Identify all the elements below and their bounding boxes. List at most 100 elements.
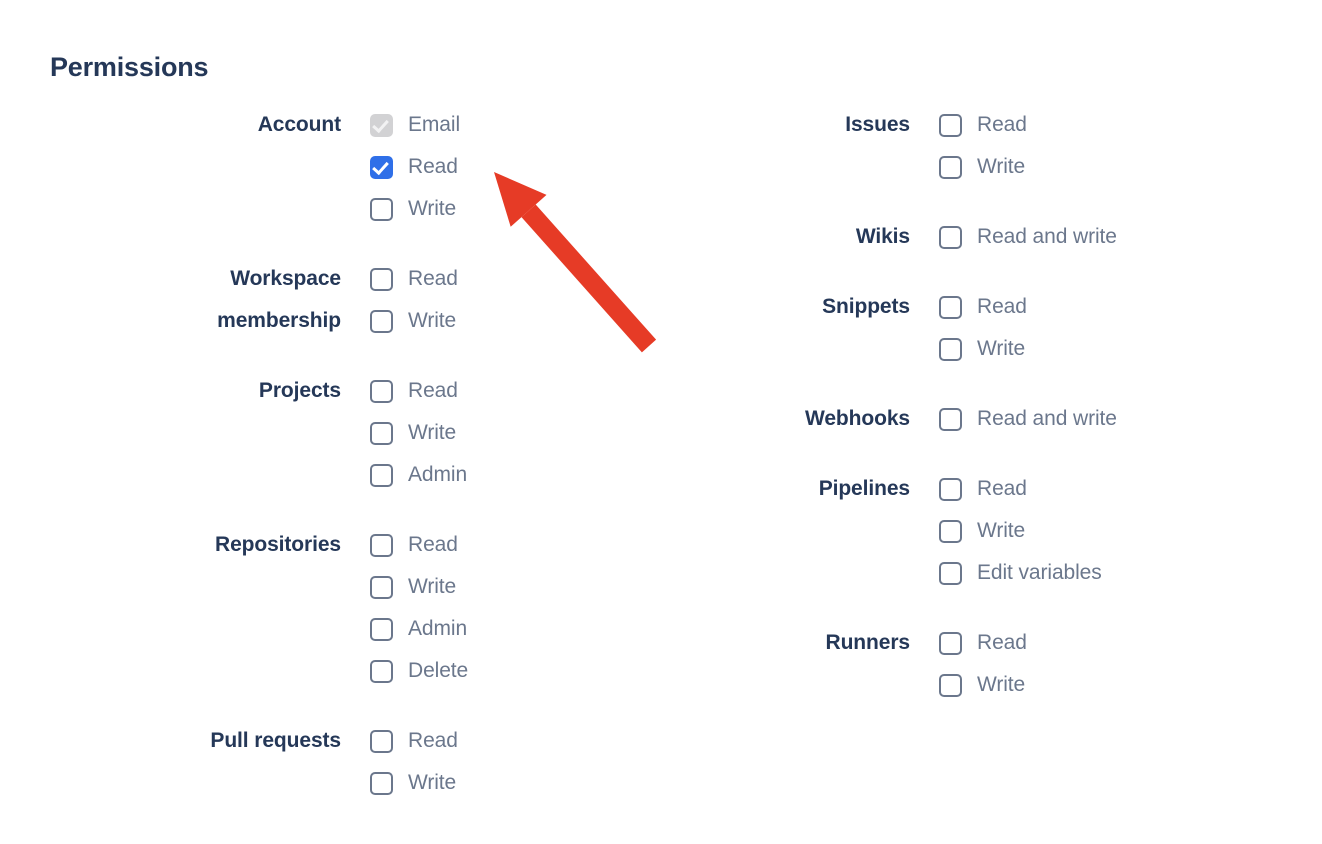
permission-option-label[interactable]: Write xyxy=(408,575,457,598)
permission-option-row[interactable]: Write xyxy=(370,412,660,454)
permission-option-label[interactable]: Read xyxy=(408,267,458,290)
permission-option-label[interactable]: Read and write xyxy=(977,407,1117,430)
permission-group-label: Account xyxy=(0,104,341,146)
checkbox-unchecked[interactable] xyxy=(939,113,962,137)
permission-group-label-line: Runners xyxy=(825,631,911,654)
permission-option-label[interactable]: Read xyxy=(408,379,458,402)
permission-option-label[interactable]: Read xyxy=(408,729,458,752)
permission-group-label-line: Projects xyxy=(258,379,341,402)
checkbox-unchecked[interactable] xyxy=(370,771,393,795)
permission-option-row[interactable]: Read xyxy=(370,524,660,566)
permission-option-label[interactable]: Admin xyxy=(408,463,468,486)
checkbox-unchecked[interactable] xyxy=(370,309,393,333)
checkbox-unchecked[interactable] xyxy=(370,463,393,487)
permission-group-label-line: Workspace xyxy=(230,267,341,290)
permission-option-label[interactable]: Read xyxy=(408,155,458,178)
permission-option-label[interactable]: Write xyxy=(977,337,1026,360)
checkbox-unchecked[interactable] xyxy=(370,659,393,683)
permission-group-label: Repositories xyxy=(0,524,341,566)
permission-option-label[interactable]: Write xyxy=(977,519,1026,542)
checkbox-unchecked[interactable] xyxy=(370,533,393,557)
permission-option-row[interactable]: Read xyxy=(939,104,1322,146)
checkbox-unchecked[interactable] xyxy=(370,617,393,641)
checkbox-unchecked[interactable] xyxy=(939,631,962,655)
checkbox-unchecked[interactable] xyxy=(370,267,393,291)
checkbox-unchecked[interactable] xyxy=(939,155,962,179)
checkbox-unchecked[interactable] xyxy=(939,295,962,319)
checkbox-unchecked[interactable] xyxy=(370,379,393,403)
permission-option-label[interactable]: Write xyxy=(408,309,457,332)
permission-option-row[interactable]: Read xyxy=(370,370,660,412)
permission-option-row[interactable]: Delete xyxy=(370,650,660,692)
permission-option-row[interactable]: Write xyxy=(370,762,660,804)
permission-option-label[interactable]: Read xyxy=(408,533,458,556)
permission-option-label[interactable]: Read xyxy=(977,477,1027,500)
permission-option-row[interactable]: Admin xyxy=(370,608,660,650)
permission-option-row[interactable]: Write xyxy=(939,146,1322,188)
permission-option-row[interactable]: Read xyxy=(939,622,1322,664)
permission-option-label[interactable]: Read xyxy=(977,113,1027,136)
permission-group-label-line: Webhooks xyxy=(805,407,910,430)
permission-option-list: Read and write xyxy=(910,216,1322,258)
permission-option-row[interactable]: Read xyxy=(370,258,660,300)
permission-group-label: Issues xyxy=(660,104,910,146)
check-icon xyxy=(372,157,389,175)
permission-option-row[interactable]: Read xyxy=(939,468,1322,510)
permission-option-row[interactable]: Write xyxy=(939,664,1322,706)
checkbox-unchecked[interactable] xyxy=(939,561,962,585)
permission-option-row[interactable]: Write xyxy=(939,328,1322,370)
permission-option-row[interactable]: Read xyxy=(939,286,1322,328)
permission-option-row[interactable]: Read xyxy=(370,720,660,762)
permission-option-label[interactable]: Write xyxy=(408,421,457,444)
permission-group: Webhooks Read and write xyxy=(660,398,1322,440)
permission-option-row[interactable]: Edit variables xyxy=(939,552,1322,594)
permission-option-label[interactable]: Delete xyxy=(408,659,469,682)
permission-option-row[interactable]: Admin xyxy=(370,454,660,496)
checkbox-unchecked[interactable] xyxy=(939,225,962,249)
permission-option-label[interactable]: Read and write xyxy=(977,225,1117,248)
permission-option-row[interactable]: Read and write xyxy=(939,216,1322,258)
checkbox-unchecked[interactable] xyxy=(939,519,962,543)
permission-option-label[interactable]: Write xyxy=(408,771,457,794)
checkbox-unchecked[interactable] xyxy=(939,477,962,501)
checkbox-unchecked[interactable] xyxy=(939,673,962,697)
permission-option-row[interactable]: Read xyxy=(370,146,660,188)
permission-option-row[interactable]: Write xyxy=(370,188,660,230)
permission-option-label[interactable]: Read xyxy=(977,295,1027,318)
checkbox-unchecked[interactable] xyxy=(370,575,393,599)
permission-option-label[interactable]: Write xyxy=(408,197,457,220)
permission-option-label[interactable]: Email xyxy=(408,113,461,136)
permission-option-row[interactable]: Write xyxy=(370,300,660,342)
permission-group-label-line: Issues xyxy=(845,113,910,136)
permission-option-row[interactable]: Write xyxy=(370,566,660,608)
permission-option-row[interactable]: Write xyxy=(939,510,1322,552)
permission-option-label[interactable]: Edit variables xyxy=(977,561,1102,584)
checkbox-unchecked[interactable] xyxy=(370,197,393,221)
permission-group-label-line: Pull requests xyxy=(210,729,341,752)
checkbox-unchecked[interactable] xyxy=(939,407,962,431)
permission-option-label[interactable]: Admin xyxy=(408,617,468,640)
permission-option-label[interactable]: Write xyxy=(977,673,1026,696)
checkbox-unchecked[interactable] xyxy=(939,337,962,361)
permission-option-row[interactable]: Email xyxy=(370,104,660,146)
permission-group-label: Pull requests xyxy=(0,720,341,762)
checkbox-unchecked[interactable] xyxy=(370,729,393,753)
permission-option-label[interactable]: Read xyxy=(977,631,1027,654)
checkbox-unchecked[interactable] xyxy=(370,421,393,445)
permission-option-row[interactable]: Read and write xyxy=(939,398,1322,440)
permission-option-list: Read and write xyxy=(910,398,1322,440)
checkbox-checked[interactable] xyxy=(370,155,393,179)
permission-option-label[interactable]: Write xyxy=(977,155,1026,178)
